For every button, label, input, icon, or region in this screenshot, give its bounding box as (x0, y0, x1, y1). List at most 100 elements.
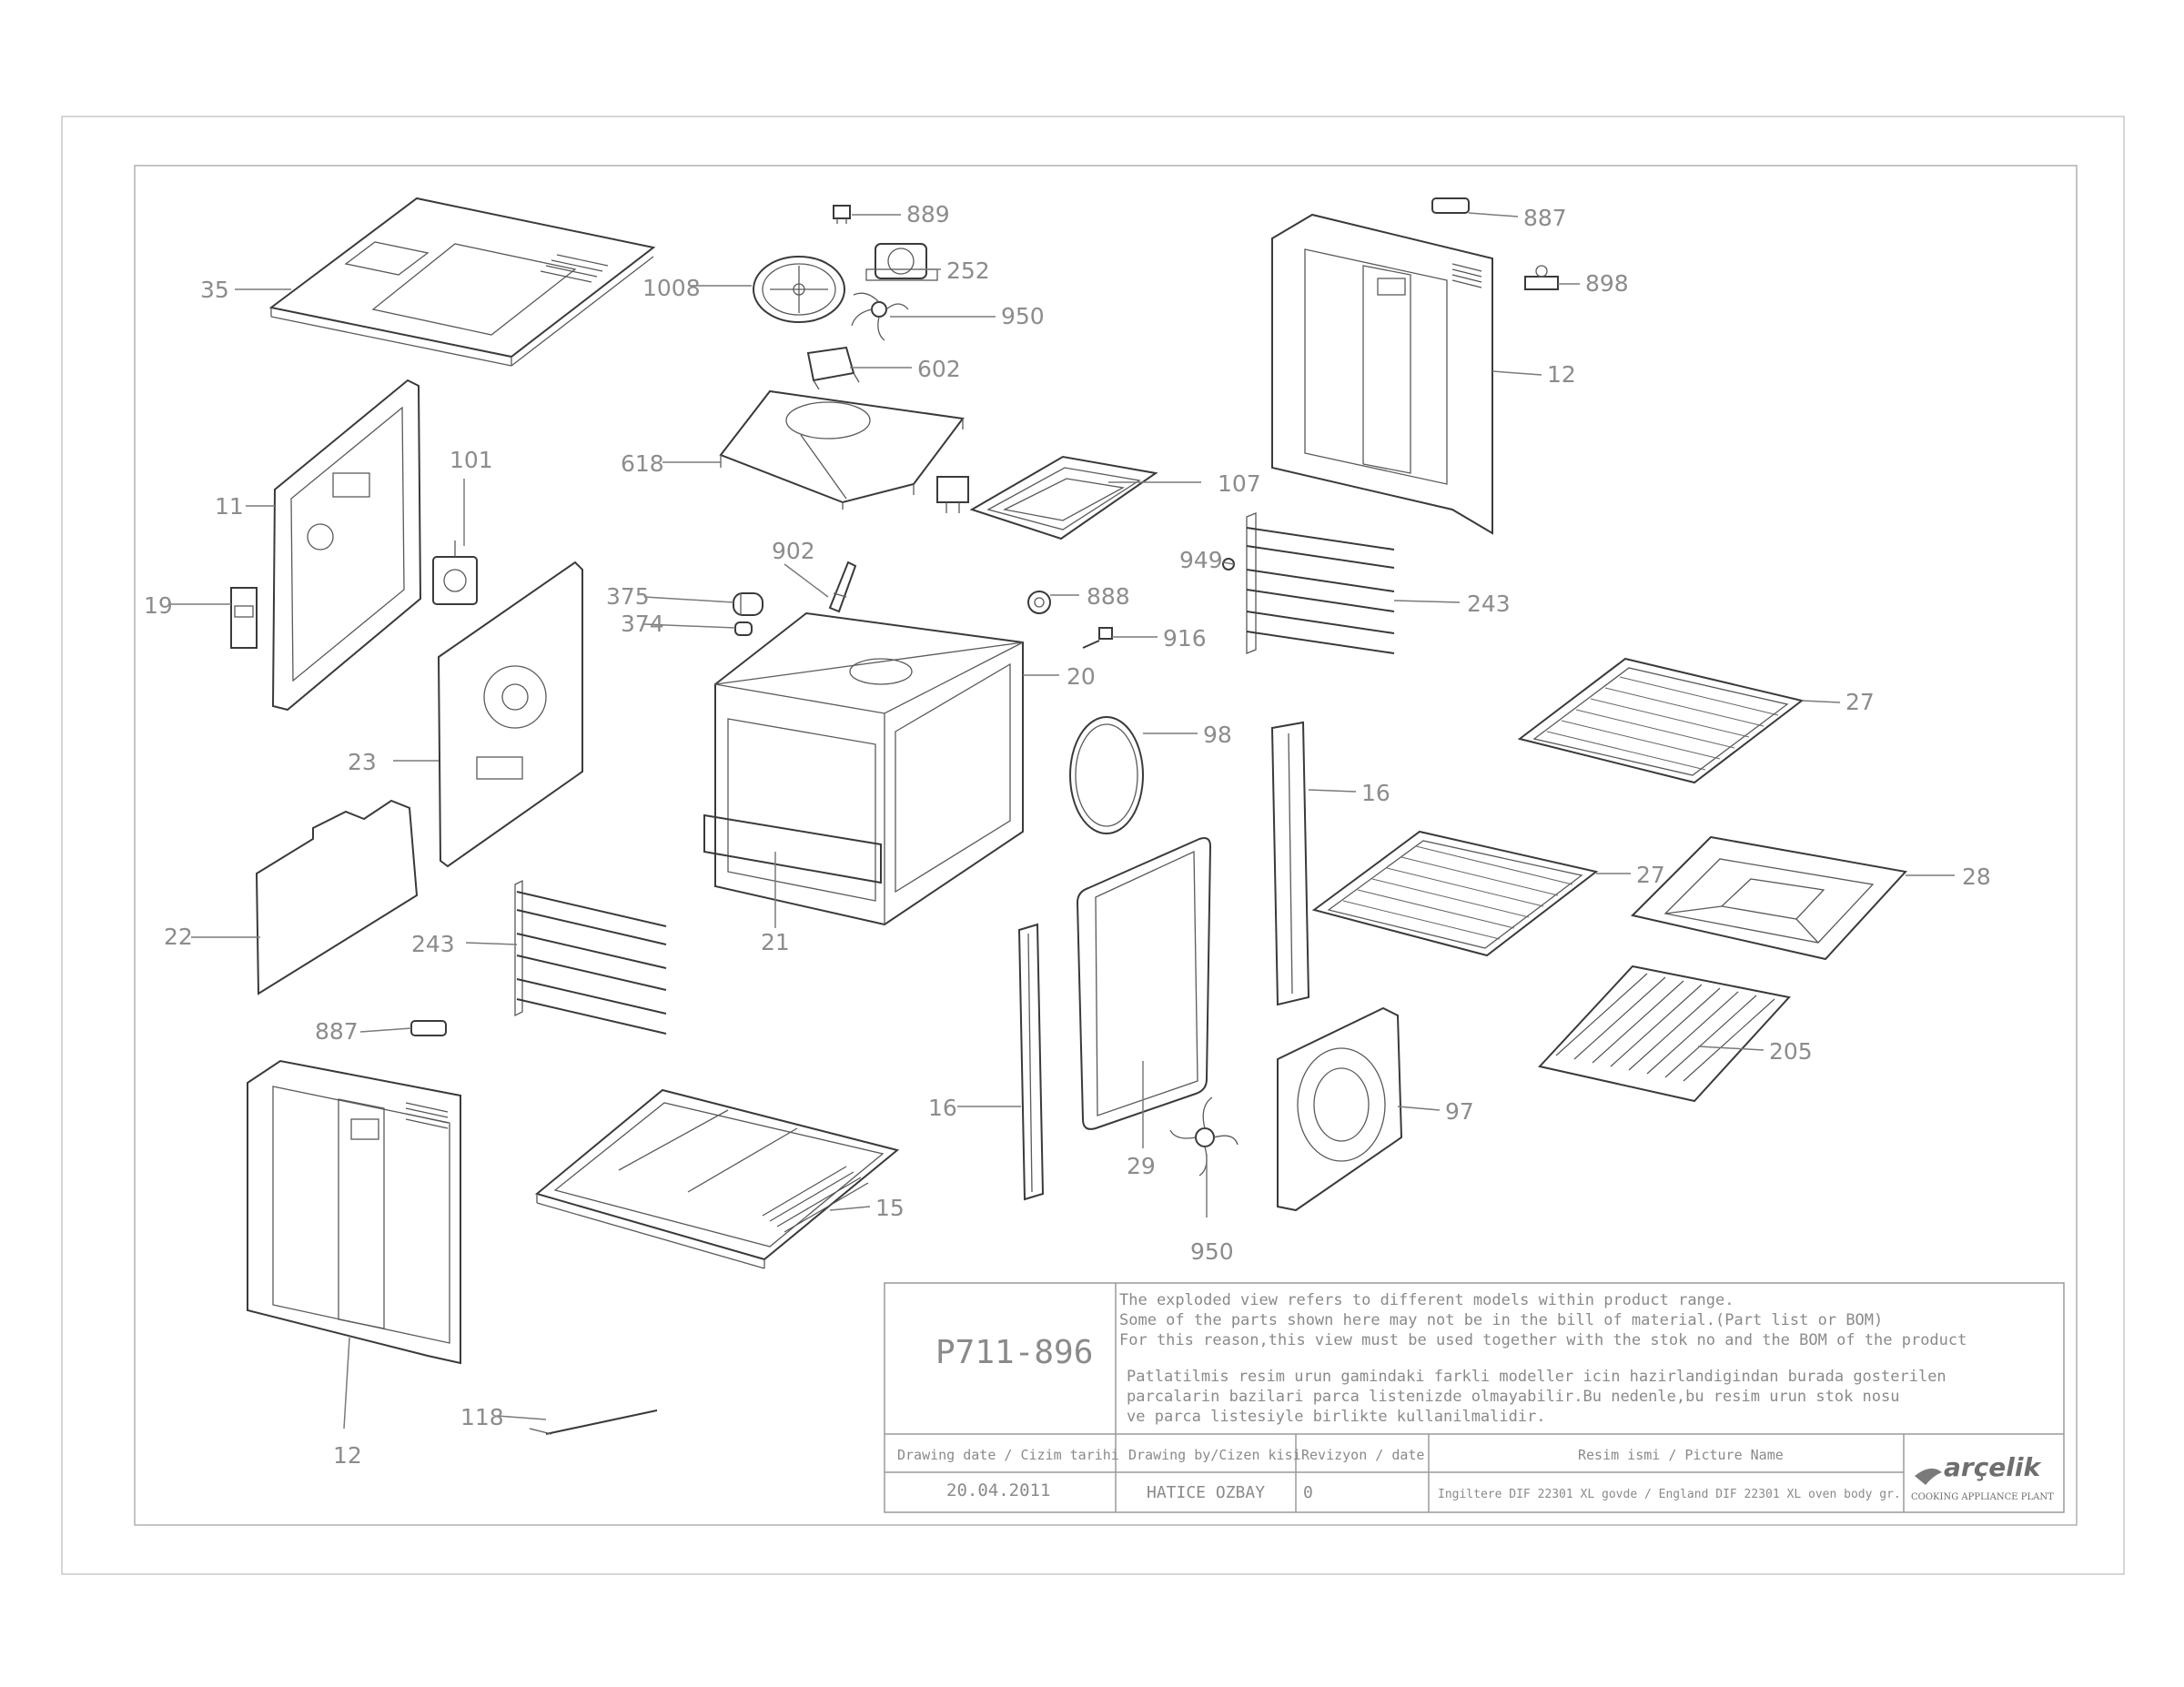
lamp-374-drawing (734, 621, 753, 636)
side-rail-left-drawing (1017, 923, 1045, 1201)
lamp-cover-lower-drawing (410, 1020, 447, 1036)
lamp-cover-top-drawing (1431, 197, 1470, 214)
base-plate-drawing (534, 1088, 900, 1269)
part-label-29: 29 (1127, 1153, 1156, 1179)
part-label-23: 23 (348, 749, 377, 775)
fan-gasket-drawing (1069, 716, 1144, 834)
part-label-11: 11 (215, 493, 244, 520)
part-label-374: 374 (621, 611, 664, 637)
grill-heater-drawing (936, 455, 1158, 540)
logo-wordmark: arçelik (1944, 1452, 2042, 1482)
inner-frame (134, 165, 2078, 1526)
part-label-20: 20 (1067, 663, 1096, 690)
top-panel-drawing (268, 197, 656, 367)
part-label-19: 19 (144, 592, 173, 619)
side-panel-left-drawing (247, 1059, 461, 1365)
fan-blade-top-drawing (851, 292, 909, 341)
part-label-375: 375 (606, 583, 650, 610)
drawn-by-value: HATICE OZBAY (1147, 1483, 1265, 1502)
part-label-15: 15 (875, 1195, 905, 1221)
part-label-205: 205 (1769, 1038, 1813, 1065)
thermostat-898-drawing (1524, 265, 1559, 290)
part-label-949: 949 (1179, 547, 1223, 573)
revision-label: Revizyon / date (1301, 1447, 1424, 1463)
wire-rack-drawing (1538, 965, 1791, 1103)
part-label-252: 252 (946, 258, 990, 284)
part-label-243-left: 243 (411, 931, 455, 957)
picture-name-value: Ingiltere DIF 22301 XL govde / England D… (1438, 1488, 1901, 1501)
shelf-runner-right-drawing (1246, 512, 1395, 654)
grommet-888-drawing (1027, 591, 1051, 614)
fan-ring-drawing (753, 256, 845, 323)
part-label-28: 28 (1962, 864, 1991, 890)
logo-swoosh-icon (1915, 1468, 1942, 1485)
logo-subtitle: COOKING APPLIANCE PLANT (1911, 1492, 2054, 1502)
part-label-12-right: 12 (1547, 361, 1576, 388)
bracket-602-drawing (806, 346, 860, 390)
deep-tray-drawing (1631, 835, 1907, 961)
motor-bracket-101-drawing (432, 540, 478, 605)
clip-889-drawing (833, 205, 851, 224)
shelf-runner-left-drawing (514, 879, 667, 1035)
arcelik-logo: arçelik COOKING APPLIANCE PLANT (1911, 1452, 2054, 1502)
part-label-888: 888 (1087, 583, 1130, 610)
drawing-date-value: 20.04.2011 (946, 1480, 1050, 1500)
part-label-898: 898 (1585, 270, 1629, 297)
part-label-1008: 1008 (642, 275, 701, 301)
door-gasket-drawing (1076, 837, 1212, 1130)
fan-blade-lower-drawing (1169, 1096, 1239, 1177)
cavity-top-cover-drawing (719, 389, 965, 510)
part-label-27-upper: 27 (1845, 689, 1875, 715)
back-panel-drawing (271, 379, 422, 712)
part-label-98: 98 (1203, 722, 1232, 748)
outer-frame (61, 116, 2125, 1575)
part-label-16-right: 16 (1361, 780, 1390, 806)
note-line-3: For this reason,this view must be used t… (1119, 1331, 1967, 1349)
part-label-902: 902 (772, 538, 815, 564)
drawn-by-label: Drawing by/Cizen kisi (1128, 1447, 1301, 1463)
cable-118-drawing (529, 1409, 658, 1435)
part-label-97: 97 (1445, 1098, 1474, 1125)
oven-cavity-drawing (714, 611, 1024, 926)
note-line-1: The exploded view refers to different mo… (1119, 1291, 1734, 1309)
part-label-21: 21 (761, 929, 790, 955)
insulation-drawing (255, 799, 419, 995)
drawing-number: P711-896 (935, 1334, 1093, 1371)
note-line-2: Some of the parts shown here may not be … (1119, 1311, 1883, 1329)
part-label-950-lower: 950 (1190, 1238, 1234, 1265)
part-label-889: 889 (906, 201, 950, 227)
lamp-375-drawing (733, 592, 763, 616)
part-label-27-lower: 27 (1636, 862, 1665, 888)
cavity-front-insulation-drawing (703, 813, 882, 884)
part-label-887-lower: 887 (315, 1018, 359, 1045)
part-label-101: 101 (450, 447, 493, 473)
grid-tray-upper-drawing (1517, 657, 1805, 784)
part-label-16-left: 16 (928, 1095, 957, 1121)
sensor-bracket-902-drawing (828, 561, 857, 613)
part-label-618: 618 (621, 450, 664, 477)
note-line-4: Patlatilmis resim urun gamindaki farkli … (1127, 1368, 1946, 1386)
part-label-887-top: 887 (1523, 205, 1567, 231)
part-label-243-right: 243 (1467, 591, 1511, 617)
note-line-5: parcalarin bazilari parca listenizde olm… (1127, 1388, 1900, 1406)
side-panel-right-drawing (1271, 213, 1493, 535)
picture-name-label: Resim ismi / Picture Name (1578, 1447, 1784, 1463)
revision-value: 0 (1303, 1483, 1313, 1502)
screw-916-drawing (1082, 627, 1113, 649)
part-label-107: 107 (1218, 470, 1261, 497)
rear-fan-panel-drawing (437, 561, 583, 868)
part-label-22: 22 (164, 924, 193, 950)
part-label-950-top: 950 (1001, 303, 1045, 329)
title-block: P711-896 The exploded view refers to dif… (884, 1282, 2065, 1513)
part-label-916: 916 (1163, 625, 1207, 652)
note-line-6: ve parca listesiyle birlikte kullanilmal… (1127, 1408, 1546, 1426)
part-labels: 35 889 252 1008 950 602 887 898 12 618 1… (144, 201, 1991, 1469)
side-rail-right-drawing (1270, 721, 1310, 1006)
part-label-118: 118 (460, 1404, 504, 1430)
leader-lines (171, 212, 1955, 1429)
grid-tray-lower-drawing (1311, 830, 1599, 957)
part-label-602: 602 (917, 356, 961, 382)
part-label-35: 35 (200, 277, 229, 303)
fan-cover-drawing (1277, 1006, 1403, 1212)
